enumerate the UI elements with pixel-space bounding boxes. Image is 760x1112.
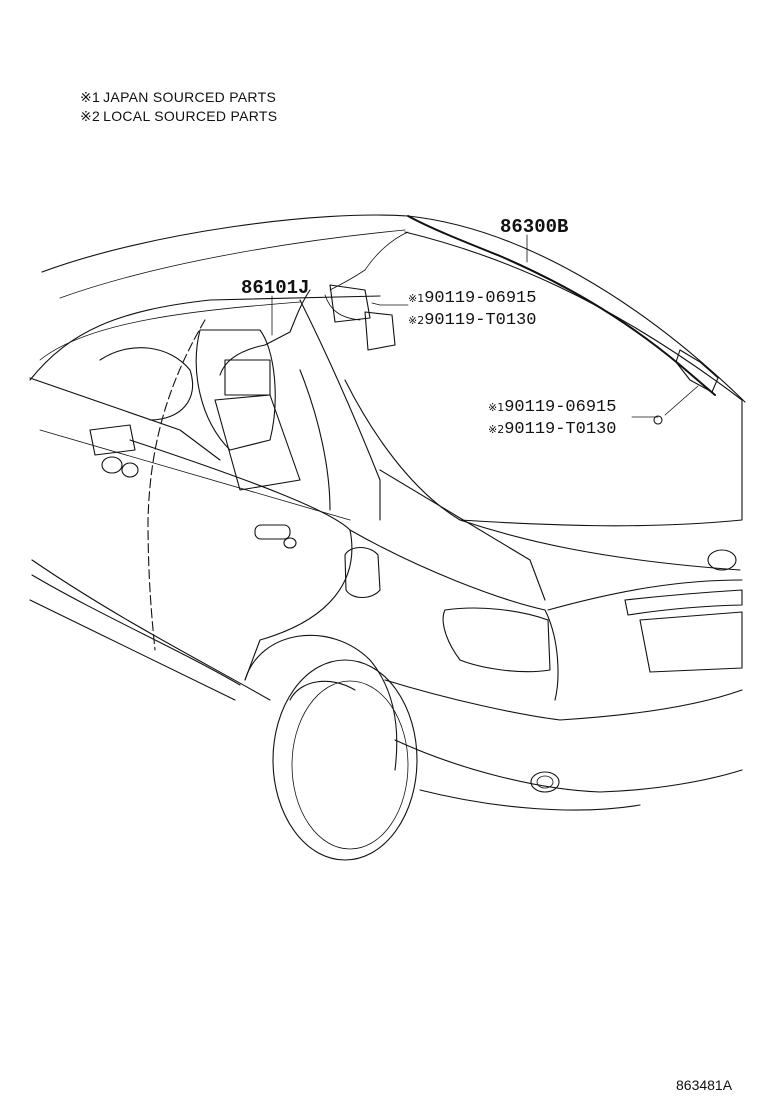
fog-lamp-inner [536,775,554,789]
license-plate-area [639,611,743,673]
dash-top [39,301,301,361]
trunk-emblem [707,549,737,571]
antenna-amplifier [675,349,719,393]
fuel-door [344,546,381,599]
dash-vent [89,424,136,456]
body-side-lower [31,559,271,701]
tire-inner [291,680,409,850]
trunk-lid [459,519,741,571]
dashboard [29,295,381,381]
seat-back [195,329,276,451]
door-handle-cup [283,537,297,549]
fastener-marker: ※1 [408,292,425,305]
antenna-cable-loop [329,231,409,291]
bumper-lower [394,739,743,793]
upper-module [329,284,371,323]
leader-upper-fastener [371,302,409,306]
fastener-number: 90119-T0130 [424,311,537,330]
trunk-rear-face [547,579,743,611]
rear-window [344,231,743,527]
note-marker: ※1 [80,89,101,105]
fastener-number: 90119-06915 [424,289,537,308]
tail-lamp [442,607,551,673]
fog-lamp [530,771,560,793]
fastener-number: 90119-06915 [504,398,617,417]
a-pillar [29,377,221,461]
pillar-trim-line [299,369,331,511]
trunk-edge [379,469,546,601]
roof-outline [41,214,746,403]
tire-outer [272,659,418,861]
lower-screw [653,415,663,425]
callout-86101j: 86101J [241,277,310,299]
antenna-cable-86300b [407,215,716,396]
body-side-upper [31,574,241,686]
rear-display [224,359,271,396]
fastener-marker: ※2 [408,314,425,327]
front-knob-1 [101,456,123,474]
upper-fastener-japan: ※190119-06915 [408,289,536,308]
note-text: JAPAN SOURCED PARTS [103,89,277,105]
lower-fastener-local: ※290119-T0130 [488,420,616,439]
door-handle [254,524,291,540]
rear-quarter [349,529,559,701]
antenna-cable-86101j [219,289,311,376]
fastener-marker: ※1 [488,401,505,414]
license-garnish [624,589,743,616]
fastener-marker: ※2 [488,423,505,436]
bumper-bottom [419,789,641,811]
door-line [39,429,351,521]
rocker-line [29,599,236,701]
fastener-number: 90119-T0130 [504,420,617,439]
upper-bracket [364,311,396,351]
note-text: LOCAL SOURCED PARTS [103,108,278,124]
amp-screw-line [664,385,699,416]
c-pillar [299,299,381,521]
front-knob-2 [121,462,139,478]
cable-86101j-branch [324,294,361,321]
lower-fastener-japan: ※190119-06915 [488,398,616,417]
note-marker: ※2 [80,108,101,124]
center-console [214,394,301,491]
upper-fastener-local: ※290119-T0130 [408,311,536,330]
roof-inner-line [59,229,406,299]
rear-bumper [384,679,743,721]
callout-86300b: 86300B [500,216,569,238]
wheel-arch [244,634,398,771]
pillar-trim-dashed [147,319,206,651]
wheel-rim [289,680,356,701]
figure-id: 863481A [676,1077,733,1093]
steering-area [99,347,194,421]
